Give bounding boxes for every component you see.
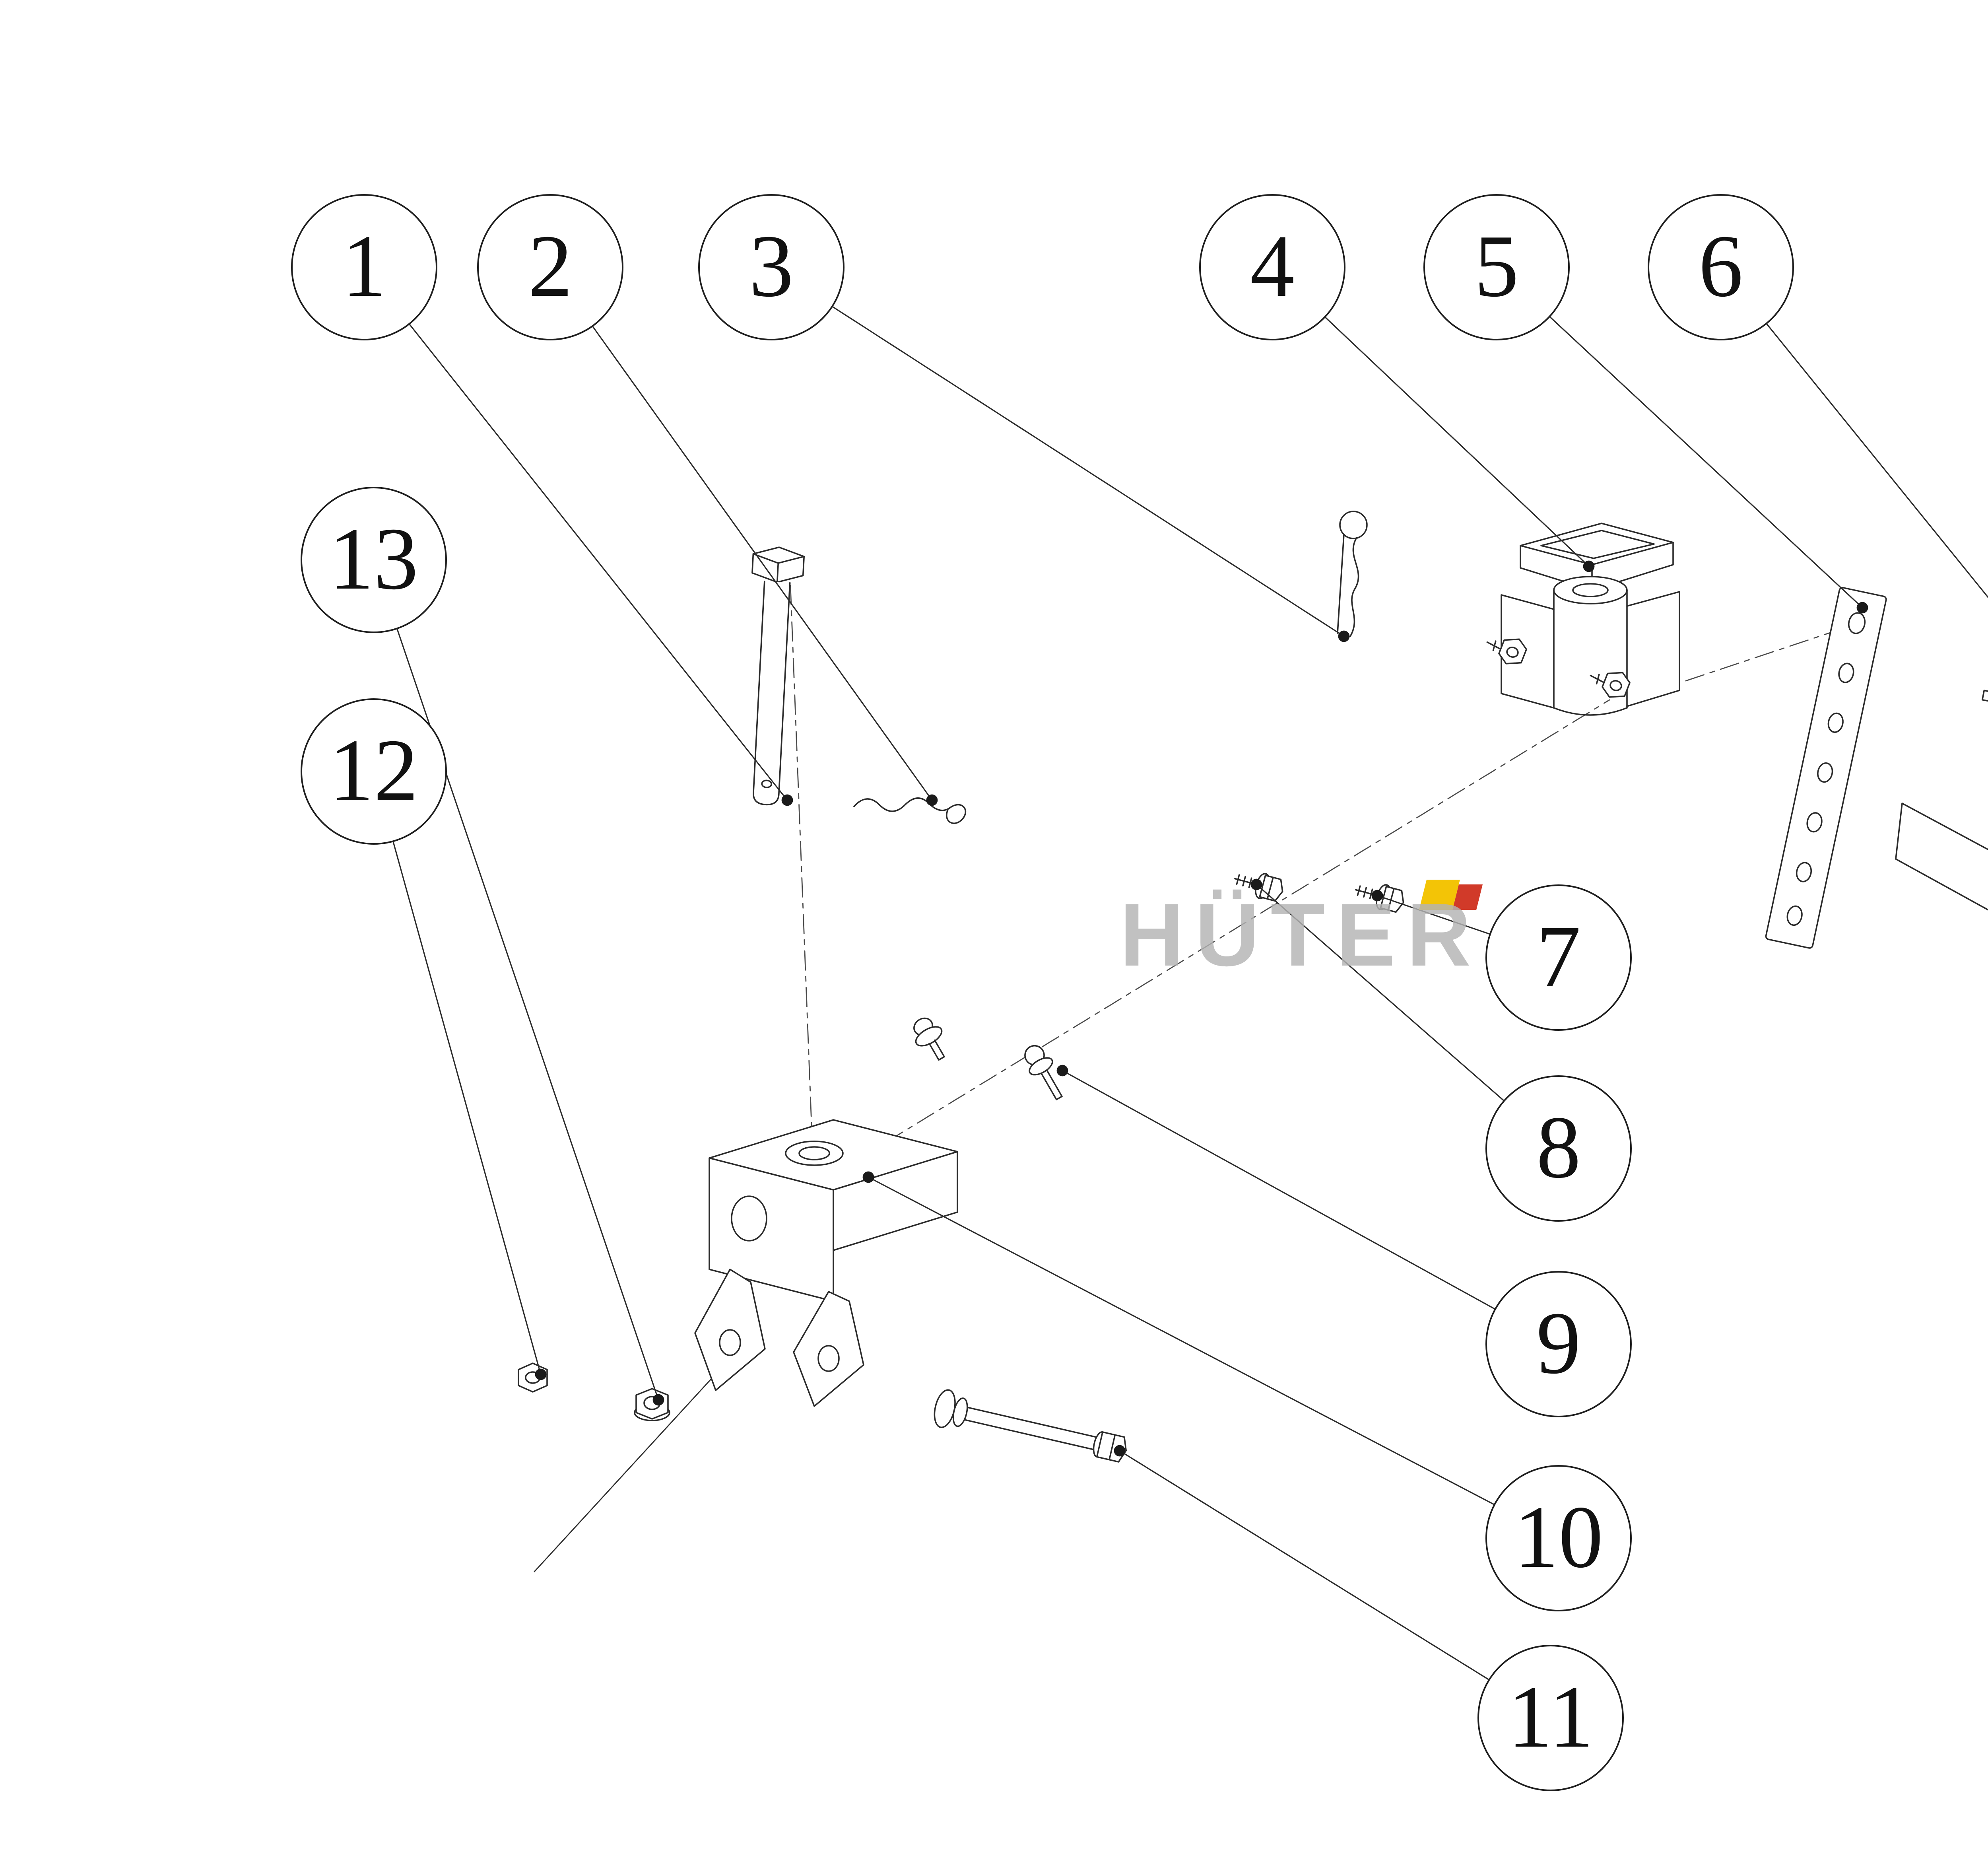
callout-10: 10 (1485, 1465, 1632, 1611)
leader-10 (868, 1176, 1559, 1539)
flange-nut (634, 1388, 670, 1421)
mount-bracket (694, 1119, 958, 1407)
depth-adjust-bar (1765, 587, 1887, 949)
callout-7-label: 7 (1536, 908, 1581, 1007)
callout-2: 2 (477, 194, 623, 340)
callout-9: 9 (1485, 1271, 1632, 1417)
callout-12: 12 (301, 698, 447, 845)
callout-4-label: 4 (1250, 218, 1295, 317)
callout-8-label: 8 (1536, 1099, 1581, 1198)
leader-9 (1062, 1070, 1559, 1345)
callout-13: 13 (301, 487, 447, 633)
r-clip (1337, 511, 1368, 637)
callout-3: 3 (698, 194, 845, 340)
screw-with-washer-a (913, 1017, 945, 1061)
callout-6-label: 6 (1699, 218, 1743, 317)
callout-12-label: 12 (329, 722, 418, 821)
callout-2-label: 2 (528, 218, 573, 317)
leader-12 (373, 771, 542, 1375)
callout-5: 5 (1423, 194, 1570, 340)
leader-dots (535, 560, 1868, 1457)
callout-11: 11 (1477, 1645, 1624, 1791)
callout-4: 4 (1199, 194, 1345, 340)
screw-with-washer-b (1024, 1045, 1063, 1100)
leader-2 (549, 266, 933, 801)
callout-11-label: 11 (1508, 1669, 1594, 1767)
callout-3-label: 3 (749, 218, 794, 317)
watermark: HÜTER (1120, 890, 1482, 980)
callout-1: 1 (291, 194, 437, 340)
hairpin-clip (853, 797, 966, 824)
callout-9-label: 9 (1536, 1295, 1581, 1393)
leader-13 (373, 559, 659, 1401)
callout-10-label: 10 (1514, 1489, 1603, 1588)
hook-bracket (1895, 803, 1988, 911)
callout-5-label: 5 (1474, 218, 1519, 317)
callout-7: 7 (1485, 884, 1632, 1031)
callout-1-label: 1 (342, 218, 386, 317)
bracket-bolt-right (1590, 672, 1631, 698)
center-lines (790, 585, 1858, 1181)
leader-lines (363, 266, 1988, 1719)
leader-5 (1496, 266, 1863, 608)
leader-1 (363, 266, 788, 801)
callout-6: 6 (1648, 194, 1794, 340)
hitch-bracket (1486, 523, 1680, 716)
flag-red-block (1452, 884, 1483, 910)
huter-logo-flag (1419, 880, 1483, 910)
callout-8: 8 (1485, 1075, 1632, 1222)
leader-6 (1720, 266, 1988, 599)
watermark-text: HÜTER (1120, 884, 1482, 985)
leader-3 (771, 266, 1345, 637)
bracket-bolt-left (1486, 638, 1527, 665)
long-bolt (934, 1389, 1127, 1463)
callout-13-label: 13 (329, 511, 418, 609)
flag-yellow-block (1419, 880, 1460, 910)
bar-pin (1981, 690, 1988, 718)
leader-11 (1119, 1450, 1551, 1719)
clevis-pin (751, 546, 805, 806)
